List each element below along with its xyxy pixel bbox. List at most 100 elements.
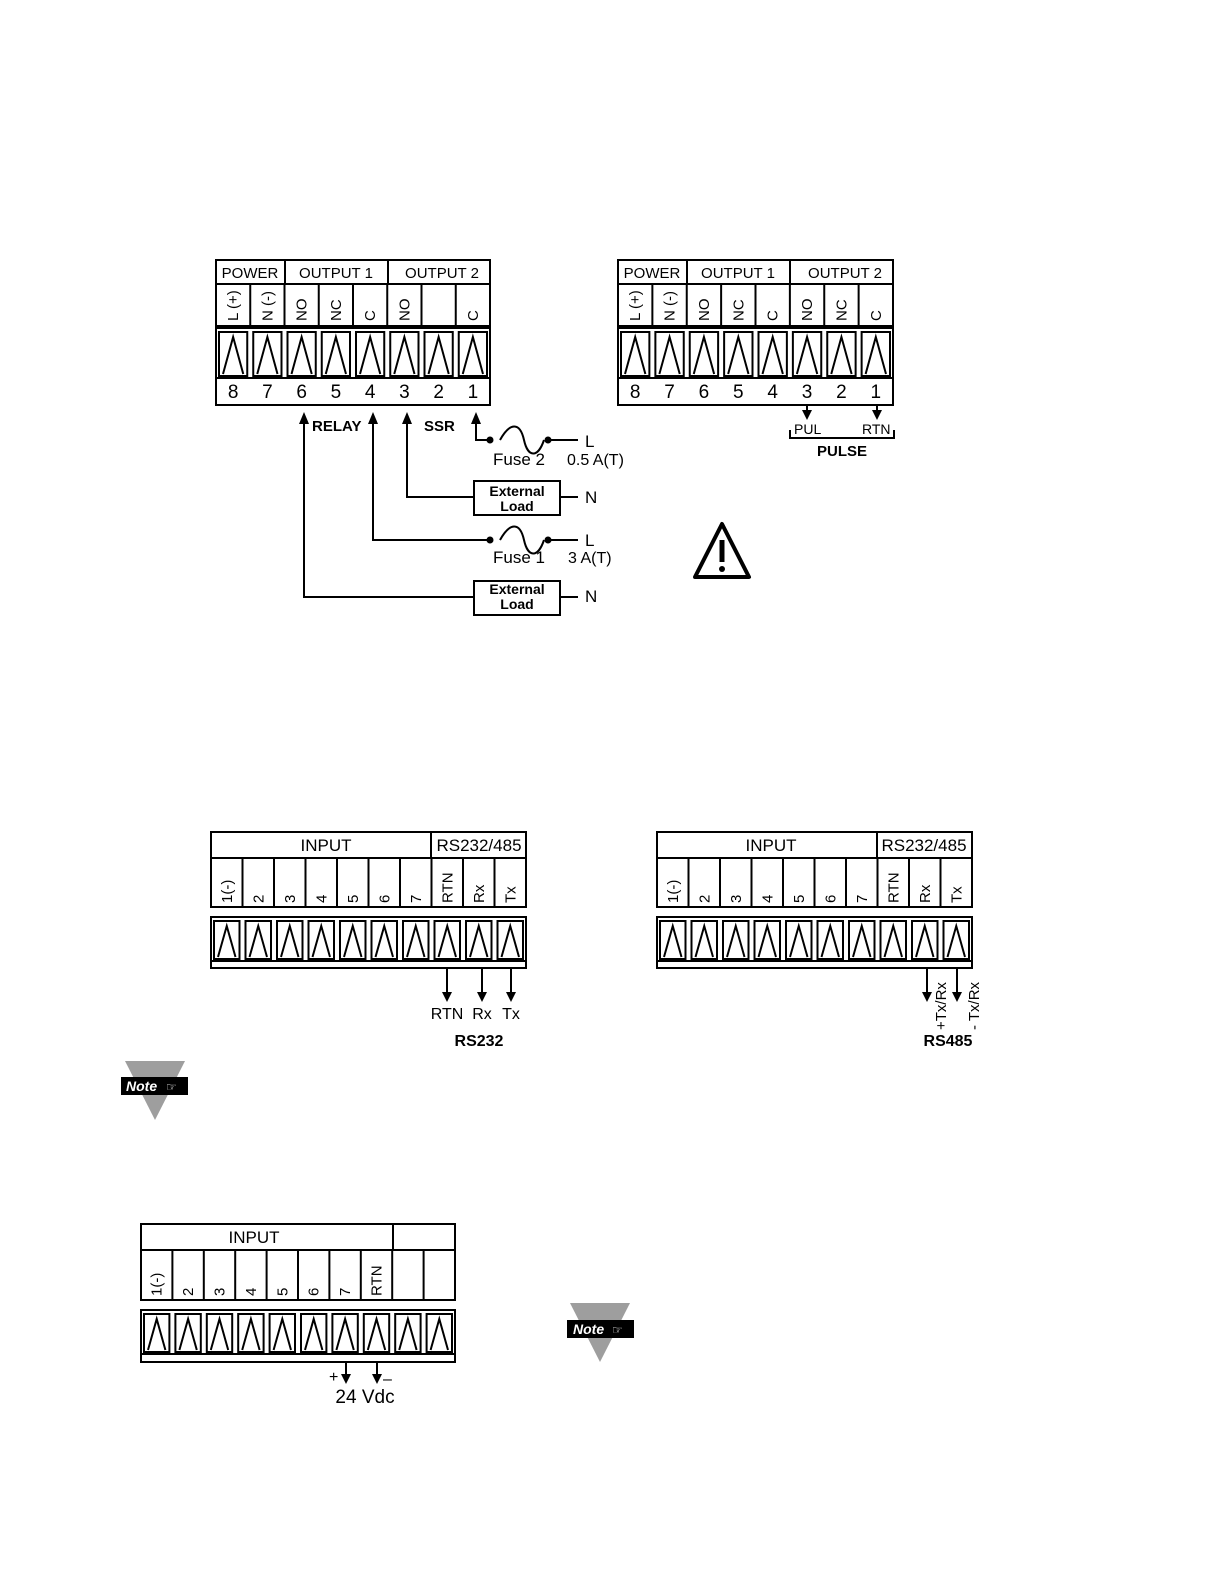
terminal-screw xyxy=(237,1313,265,1353)
terminal-screw xyxy=(816,920,844,960)
line-l-2: L xyxy=(585,531,594,550)
terminal-number: 4 xyxy=(767,382,778,403)
terminal-screw xyxy=(879,920,907,960)
external-load-2-line1: External xyxy=(489,581,544,597)
terminal-screw xyxy=(244,920,272,960)
terminal-screw xyxy=(722,920,750,960)
pin-label: NO xyxy=(696,299,713,322)
terminal-screw xyxy=(218,331,249,377)
fuse-1-rating: 3 A(T) xyxy=(568,550,612,567)
terminal-number: 3 xyxy=(802,382,813,403)
pin-label: 7 xyxy=(337,1288,354,1296)
terminal-screw xyxy=(362,1313,391,1353)
terminal-screw xyxy=(268,1313,297,1353)
terminal-screw xyxy=(860,331,891,377)
pin-label: NC xyxy=(328,299,345,321)
pin-label: 2 xyxy=(250,895,267,903)
pin-label: 3 xyxy=(728,895,745,903)
rtn-label: RTN xyxy=(862,421,891,437)
terminal-screw xyxy=(659,920,687,960)
pin-label: Rx xyxy=(471,884,488,903)
pin-label: 1(-) xyxy=(665,880,682,903)
terminal-screw xyxy=(791,331,823,377)
pin-label: C xyxy=(868,310,885,321)
terminal-screw xyxy=(389,331,420,377)
terminal-number: 1 xyxy=(871,382,882,403)
terminal-screw xyxy=(757,331,788,377)
terminal-number: 5 xyxy=(331,382,342,403)
terminal-screw xyxy=(355,331,386,377)
voltage-label: 24 Vdc xyxy=(335,1387,394,1408)
header-rs232-485: RS232/485 xyxy=(436,836,521,855)
terminal-number: 2 xyxy=(836,382,847,403)
terminal-screw xyxy=(654,331,685,377)
terminal-number: 5 xyxy=(733,382,744,403)
svg-text:☞: ☞ xyxy=(612,1323,623,1337)
pin-label: NC xyxy=(730,299,747,321)
terminal-screw xyxy=(252,331,283,377)
terminal-screw xyxy=(465,920,493,960)
pin-label: 5 xyxy=(791,895,808,903)
terminal-screw xyxy=(753,920,781,960)
pin-label: C xyxy=(362,310,379,321)
terminal-screw xyxy=(370,920,398,960)
terminal-screw xyxy=(276,920,304,960)
header-input: INPUT xyxy=(229,1228,280,1247)
rs232-caption: RS232 xyxy=(455,1033,504,1050)
terminal-number: 8 xyxy=(630,382,641,403)
pin-label: C xyxy=(465,310,482,321)
fuse-2-label: Fuse 2 xyxy=(493,450,545,469)
terminal-number: 4 xyxy=(365,382,376,403)
terminal-screw xyxy=(496,920,524,960)
terminal-screw xyxy=(425,1313,454,1353)
terminal-screw xyxy=(339,920,367,960)
pin-label: 3 xyxy=(212,1288,229,1296)
header-output-1: OUTPUT 1 xyxy=(299,265,373,282)
line-l-1: L xyxy=(585,432,594,451)
header-power: POWER xyxy=(222,265,279,282)
pin-label: Tx xyxy=(502,886,519,903)
line-n-2: N xyxy=(585,587,597,606)
rs485-caption: RS485 xyxy=(924,1033,973,1050)
terminal-screw xyxy=(457,331,488,377)
note-icon: Note ☞ xyxy=(121,1061,188,1120)
terminal-screw xyxy=(205,1313,234,1353)
terminal-screw xyxy=(300,1313,328,1353)
terminal-screw xyxy=(826,331,857,377)
terminal-screw xyxy=(433,920,461,960)
terminal-screw xyxy=(402,920,430,960)
pin-label: RTN xyxy=(885,872,902,903)
terminal-number: 1 xyxy=(468,382,479,403)
pin-label: Rx xyxy=(917,884,934,903)
pin-label: 1(-) xyxy=(219,880,236,903)
terminal-screw xyxy=(286,331,317,377)
note-icon: Note ☞ xyxy=(567,1303,634,1362)
note-label: Note xyxy=(573,1321,604,1337)
minus-sign: – xyxy=(383,1371,392,1388)
header-input: INPUT xyxy=(746,836,797,855)
terminal-screw xyxy=(213,920,241,960)
plus-sign: + xyxy=(329,1369,338,1386)
pul-label: PUL xyxy=(794,421,821,437)
pin-label: L (+) xyxy=(225,290,242,321)
pin-label: 5 xyxy=(345,895,362,903)
pin-label: NC xyxy=(833,299,850,321)
terminal-screw xyxy=(307,920,335,960)
terminal-screw xyxy=(690,920,718,960)
warning-icon xyxy=(693,522,751,579)
pin-label: Tx xyxy=(948,886,965,903)
pulse-caption: PULSE xyxy=(817,443,867,460)
signal-rtn: RTN xyxy=(431,1006,464,1023)
terminal-screw xyxy=(911,920,939,960)
terminal-screw xyxy=(785,920,813,960)
terminal-screw xyxy=(320,331,351,377)
terminal-number: 6 xyxy=(699,382,710,403)
pin-label: 6 xyxy=(822,895,839,903)
pin-label: 6 xyxy=(376,895,393,903)
note-label: Note xyxy=(126,1078,157,1094)
